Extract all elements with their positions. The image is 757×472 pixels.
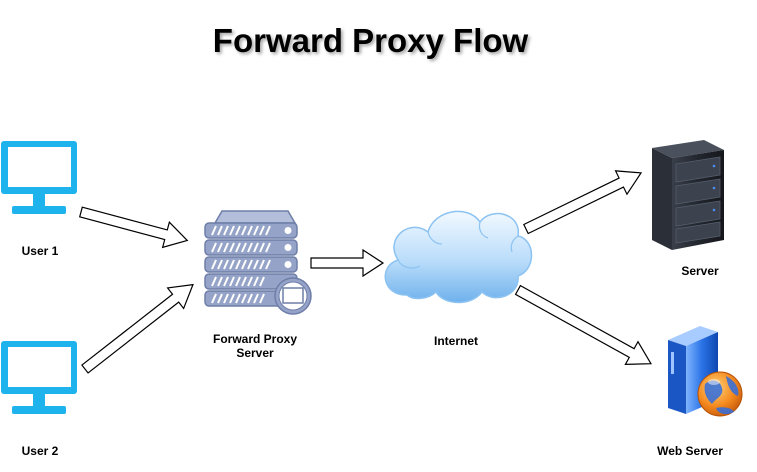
web-server-label: Web Server: [657, 444, 723, 458]
proxy-server-icon: [204, 210, 312, 315]
server-rack-icon: [652, 140, 724, 250]
arrow-user2-to-proxy: [81, 283, 194, 374]
server-label: Server: [681, 264, 719, 278]
arrow-user1-to-proxy: [78, 206, 189, 249]
arrow-proxy-to-internet: [310, 248, 385, 278]
web-server-globe-icon: [668, 326, 743, 417]
cloud-icon: [384, 210, 533, 304]
proxy-label: Forward Proxy Server: [200, 332, 310, 360]
arrow-internet-to-server: [523, 170, 643, 235]
user1-monitor-icon: [1, 141, 77, 214]
proxy-label-line1: Forward Proxy: [212, 332, 298, 346]
user2-monitor-icon: [1, 341, 77, 414]
proxy-label-line2: Server: [236, 346, 274, 360]
user1-label: User 1: [21, 244, 59, 258]
diagram-title: Forward Proxy Flow: [212, 22, 529, 59]
internet-label: Internet: [433, 334, 478, 348]
arrow-internet-to-webserver: [514, 284, 652, 366]
user2-label: User 2: [21, 444, 59, 458]
